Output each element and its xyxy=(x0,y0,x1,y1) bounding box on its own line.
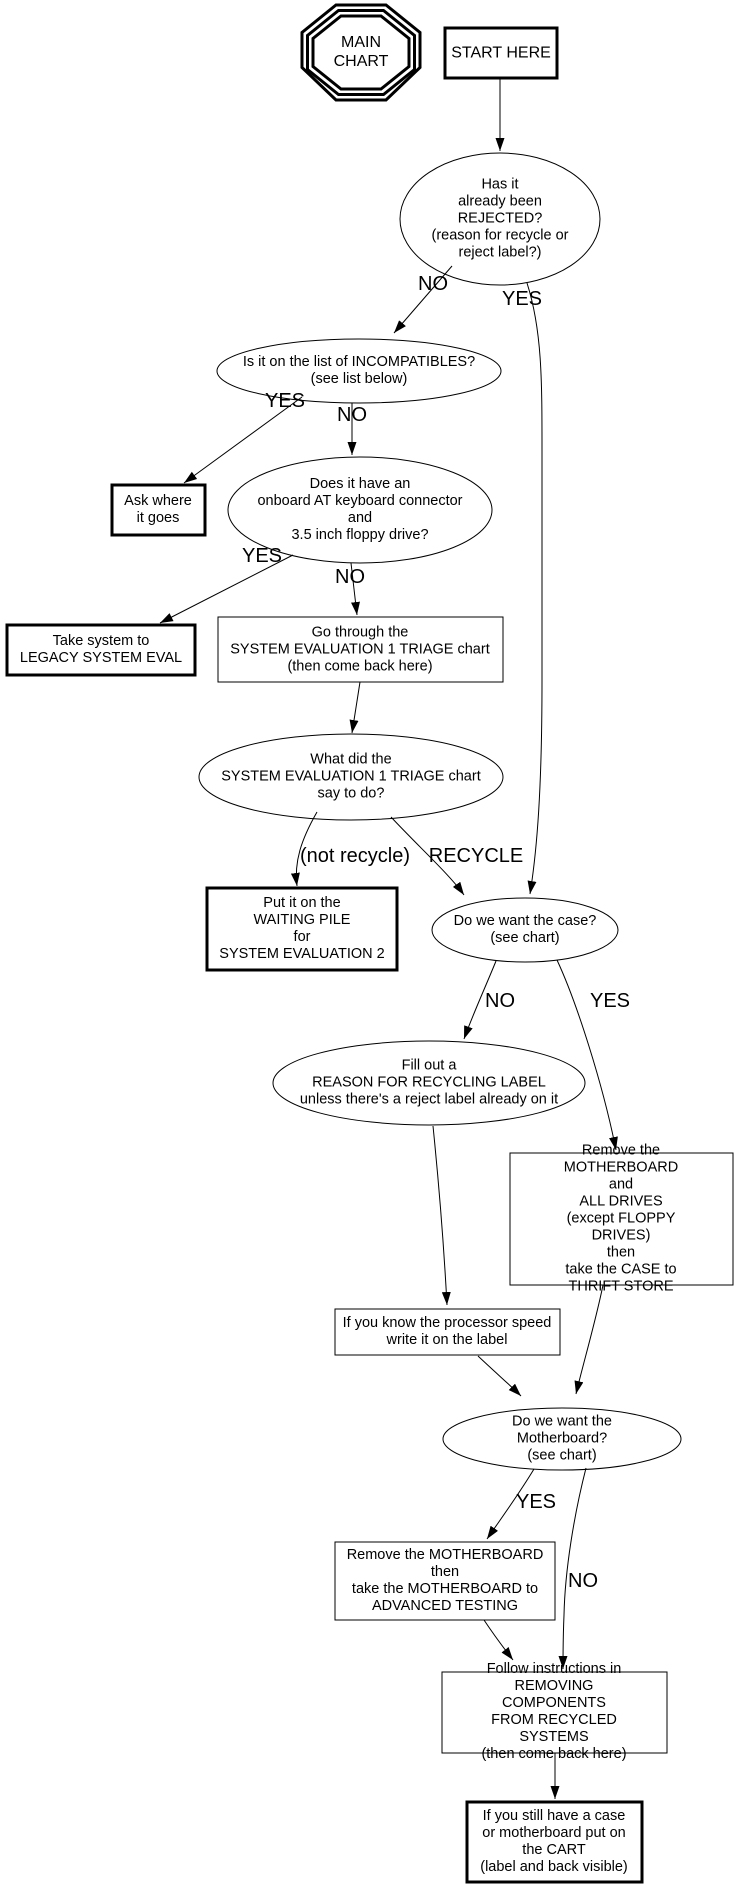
edge-label-case-yes: YES xyxy=(589,990,631,1012)
ask-where-label: Ask where it goes xyxy=(124,493,192,526)
waiting-pile-box xyxy=(205,886,399,972)
fill-out-label: Fill out a REASON FOR RECYCLING LABEL un… xyxy=(299,1057,559,1108)
follow-label: Follow instructions in REMOVING COMPONEN… xyxy=(481,1661,627,1762)
waiting-pile-label: Put it on the WAITING PILE for SYSTEM EV… xyxy=(219,895,385,962)
legacy-box xyxy=(5,623,197,677)
edge-advanced-to-follow xyxy=(483,1619,514,1661)
edge-incompatibles-yes xyxy=(183,396,303,484)
at-keyboard-ellipse xyxy=(227,456,493,564)
start-here-box xyxy=(443,26,559,80)
go-through-box xyxy=(217,616,504,683)
edge-label-case-no: NO xyxy=(485,990,515,1012)
edge-whatdid-notrecycle xyxy=(290,811,318,887)
edge-label-incompatibles-no: NO xyxy=(337,404,367,426)
cart-box xyxy=(465,1800,644,1884)
edge-at-yes xyxy=(159,554,294,624)
want-case-ellipse xyxy=(431,897,619,963)
thrift-box xyxy=(509,1152,734,1286)
advanced-testing-box xyxy=(334,1541,556,1621)
edge-at-no xyxy=(350,562,360,616)
edge-label-rejected-no: NO xyxy=(418,273,448,295)
main-chart-octagon xyxy=(300,3,422,102)
edge-label-at-yes: YES xyxy=(241,545,283,567)
edge-label-not-recycle: (not recycle) xyxy=(299,845,411,867)
edge-fill-to-processor xyxy=(432,1125,451,1306)
at-keyboard-label: Does it have an onboard AT keyboard conn… xyxy=(257,476,463,543)
edge-whatdid-recycle xyxy=(390,816,465,896)
want-case-label: Do we want the case? (see chart) xyxy=(453,913,597,946)
legacy-label: Take system to LEGACY SYSTEM EVAL xyxy=(19,633,183,666)
edge-rejected-yes xyxy=(526,282,543,895)
edge-label-mobo-yes: YES xyxy=(515,1491,557,1513)
edge-label-recycle: RECYCLE xyxy=(428,845,524,867)
edge-mobo-yes xyxy=(486,1468,535,1540)
edge-thrift-to-mobo xyxy=(574,1284,604,1395)
main-chart-label: MAIN CHART xyxy=(333,34,389,70)
incompatibles-label: Is it on the list of INCOMPATIBLES? (see… xyxy=(242,354,476,387)
edge-case-yes xyxy=(556,959,618,1151)
what-did-label: What did the SYSTEM EVALUATION 1 TRIAGE … xyxy=(221,751,481,802)
edge-processor-to-mobo xyxy=(477,1355,522,1397)
processor-label: If you know the processor speed write it… xyxy=(342,1315,552,1348)
rejected-label: Has it already been REJECTED? (reason fo… xyxy=(431,176,569,261)
advanced-label: Remove the MOTHERBOARD then take the MOT… xyxy=(346,1547,544,1614)
want-mobo-ellipse xyxy=(442,1407,682,1471)
edge-label-rejected-yes: YES xyxy=(501,288,543,310)
edge-go-to-whatdid xyxy=(349,681,361,734)
ask-where-box xyxy=(110,483,207,537)
edge-label-mobo-no: NO xyxy=(568,1570,598,1592)
go-through-label: Go through the SYSTEM EVALUATION 1 TRIAG… xyxy=(230,624,490,675)
incompatibles-ellipse xyxy=(216,338,502,404)
edge-rejected-no xyxy=(393,265,453,334)
cart-label: If you still have a case or motherboard … xyxy=(480,1808,628,1875)
want-mobo-label: Do we want the Motherboard? (see chart) xyxy=(512,1413,612,1464)
start-here-label: START HERE xyxy=(451,44,551,62)
what-did-ellipse xyxy=(198,733,504,821)
edge-label-incompatibles-yes: YES xyxy=(264,390,306,412)
edge-label-at-no: NO xyxy=(335,566,365,588)
edge-mobo-no xyxy=(558,1467,587,1670)
thrift-label: Remove the MOTHERBOARD and ALL DRIVES (e… xyxy=(563,1142,679,1295)
rejected-ellipse xyxy=(399,152,601,286)
fill-out-ellipse xyxy=(272,1040,586,1126)
edge-case-no xyxy=(463,960,497,1040)
processor-box xyxy=(334,1308,561,1356)
